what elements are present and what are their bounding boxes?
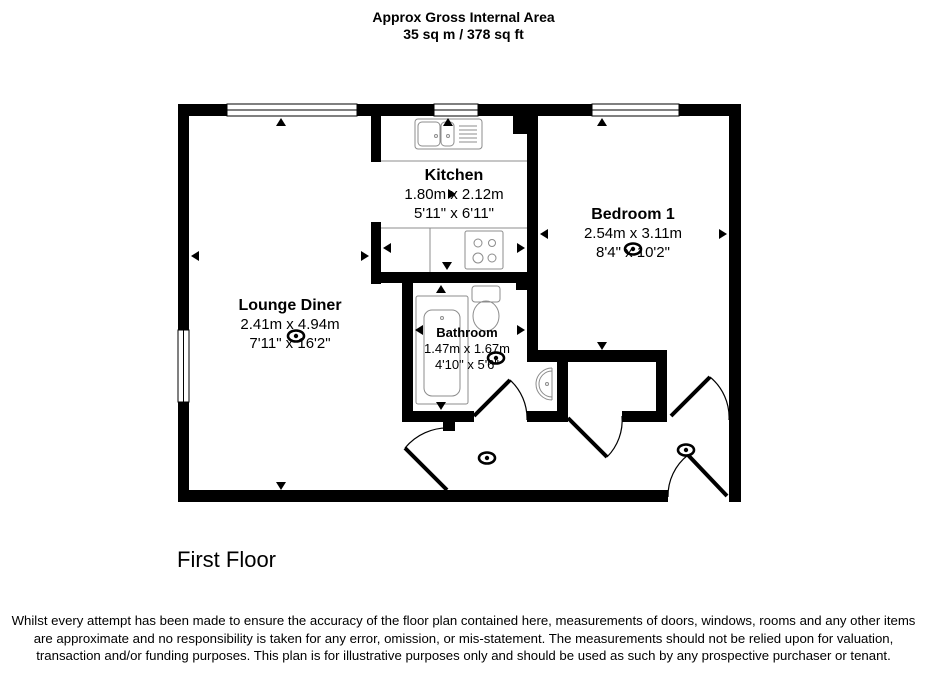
room-imperial: 7'11" x 16'2" (249, 335, 331, 352)
room-lounge-diner: Lounge Diner 2.41m x 4.94m 7'11" x 16'2" (238, 296, 341, 353)
room-imperial: 8'4" x 10'2" (596, 244, 670, 261)
room-name: Bedroom 1 (591, 206, 675, 223)
room-bathroom: Bathroom 1.47m x 1.67m 4'10" x 5'6" (424, 325, 510, 373)
window-icon (177, 103, 680, 403)
room-name: Kitchen (424, 167, 484, 184)
disclaimer-text: Whilst every attempt has been made to en… (11, 613, 916, 663)
measurement-arrow-icon (191, 118, 727, 490)
area-value: 35 sq m / 378 sq ft (403, 26, 524, 42)
basin-icon (535, 367, 553, 401)
door-swing-icon (403, 375, 730, 498)
room-metric: 2.54m x 3.11m (583, 225, 683, 242)
room-imperial: 4'10" x 5'6" (434, 357, 500, 372)
area-heading: Approx Gross Internal Area (372, 9, 555, 25)
room-kitchen: Kitchen 1.80m x 2.12m 5'11" x 6'11" (404, 166, 503, 223)
floor-label: First Floor (177, 547, 276, 572)
toilet-icon (471, 285, 501, 332)
room-name: Bathroom (436, 325, 498, 340)
room-metric: 1.80m x 2.12m (404, 186, 504, 203)
room-imperial: 5'11" x 6'11" (413, 205, 495, 222)
area-title: Approx Gross Internal Area 35 sq m / 378… (0, 9, 927, 43)
room-name: Lounge Diner (238, 297, 342, 314)
room-bedroom-1: Bedroom 1 2.54m x 3.11m 8'4" x 10'2" (584, 205, 682, 262)
room-metric: 2.41m x 4.94m (240, 316, 340, 333)
hob-icon (464, 230, 504, 270)
room-metric: 1.47m x 1.67m (424, 341, 510, 356)
